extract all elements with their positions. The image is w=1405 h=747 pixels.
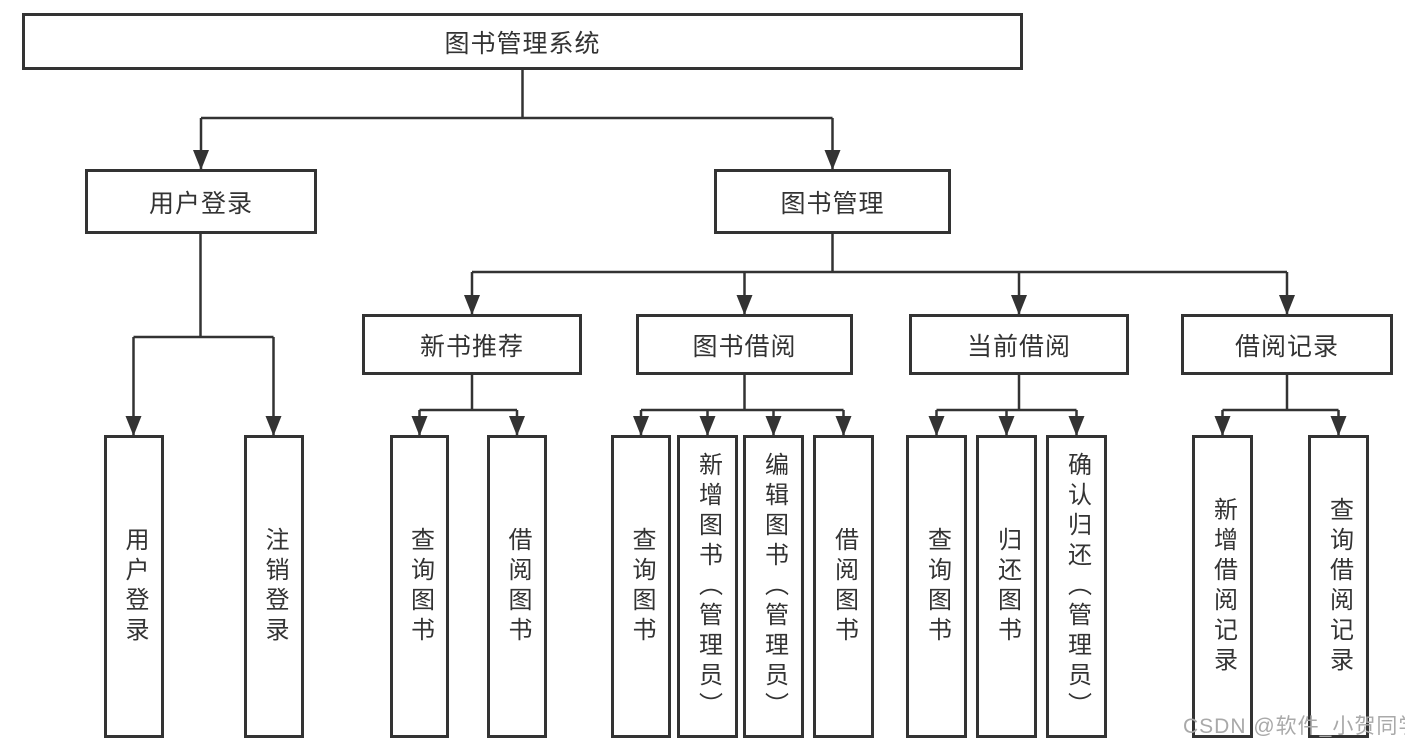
node-label: 编辑图书（管理员） (760, 451, 788, 722)
node-label: 新书推荐 (419, 332, 524, 361)
node-label: 查询图书 (406, 526, 434, 647)
node-label: 用户登录 (148, 189, 253, 218)
node-label: 图书借阅 (692, 332, 797, 361)
leaf-user-login: 用户登录 (104, 435, 164, 738)
edges-root (193, 69, 841, 170)
node-user-login: 用户登录 (85, 169, 317, 234)
edges-book-management (464, 233, 1295, 315)
edges-user-login (125, 233, 282, 436)
node-label: 借阅图书 (504, 526, 531, 647)
node-label: 借阅图书 (830, 526, 858, 647)
leaf-query-books-recommend: 查询图书 (390, 435, 449, 738)
node-label: 归还图书 (993, 526, 1021, 647)
node-label: 借阅记录 (1234, 332, 1339, 361)
leaf-edit-book-admin: 编辑图书（管理员） (743, 435, 804, 738)
leaf-add-book-admin: 新增图书（管理员） (677, 435, 738, 738)
node-current-borrow: 当前借阅 (909, 314, 1129, 375)
node-new-book-recommend: 新书推荐 (362, 314, 582, 375)
leaf-query-books-current: 查询图书 (906, 435, 967, 738)
node-label: 查询借阅记录 (1325, 496, 1353, 677)
edges-new-book-recommend (411, 375, 525, 436)
node-label: 查询图书 (628, 526, 655, 647)
node-book-borrow: 图书借阅 (636, 314, 853, 375)
node-label: 新增图书（管理员） (694, 451, 722, 722)
leaf-return-books: 归还图书 (976, 435, 1037, 738)
edges-borrow-records (1214, 375, 1347, 436)
node-label: 用户登录 (121, 526, 148, 647)
node-label: 图书管理 (780, 189, 885, 218)
node-root-system: 图书管理系统 (22, 13, 1023, 70)
leaf-confirm-return-admin: 确认归还（管理员） (1046, 435, 1107, 738)
node-label: 新增借阅记录 (1209, 496, 1237, 677)
edges-current-borrow (928, 375, 1085, 436)
edges-book-borrow (633, 375, 852, 436)
leaf-add-borrow-record: 新增借阅记录 (1192, 435, 1253, 738)
leaf-query-books-borrow: 查询图书 (611, 435, 671, 738)
node-borrow-records: 借阅记录 (1181, 314, 1393, 375)
node-label: 查询图书 (923, 526, 951, 647)
node-label: 注销登录 (261, 526, 288, 647)
leaf-borrow-books-recommend: 借阅图书 (487, 435, 547, 738)
node-label: 图书管理系统 (444, 29, 601, 58)
node-label: 当前借阅 (966, 332, 1071, 361)
leaf-borrow-books: 借阅图书 (813, 435, 874, 738)
leaf-logout: 注销登录 (244, 435, 304, 738)
csdn-watermark: CSDN @软件_小贺同学 (1183, 715, 1405, 738)
node-label: 确认归还（管理员） (1063, 451, 1091, 722)
node-book-management: 图书管理 (714, 169, 951, 234)
leaf-query-borrow-record: 查询借阅记录 (1308, 435, 1369, 738)
